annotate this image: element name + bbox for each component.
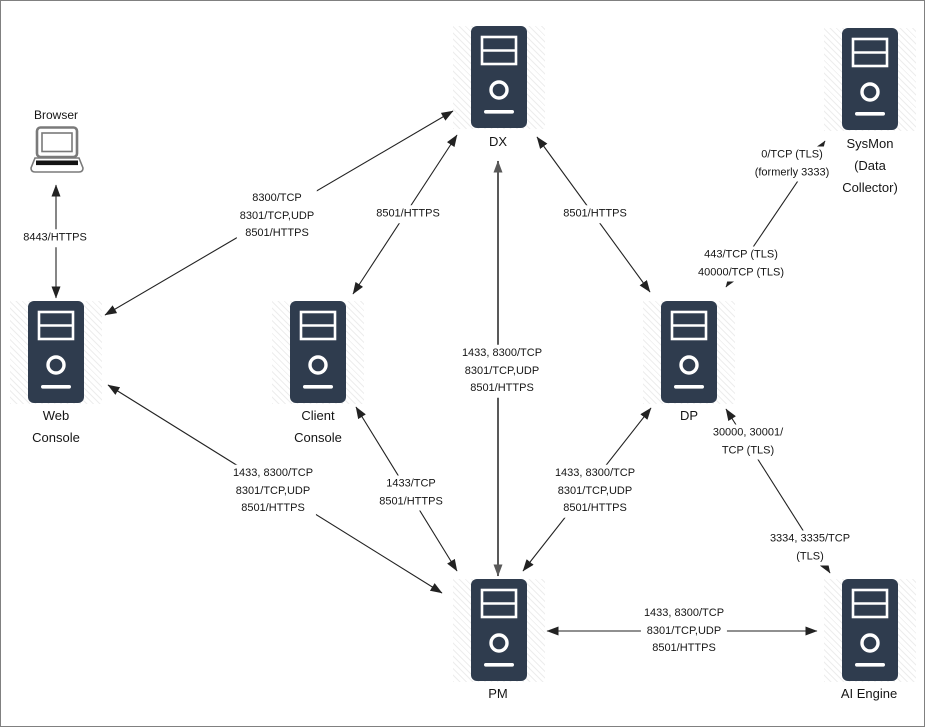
node-label-pm: PM: [488, 683, 508, 705]
edge-label-line: 8501/HTTPS: [563, 501, 627, 514]
edge-label-dp-sysmon-lower: 443/TCP (TLS) 40000/TCP (TLS): [694, 246, 788, 282]
edge-label-line: 3334, 3335/TCP: [769, 532, 851, 545]
node-dx: [453, 26, 545, 129]
edge-label-line: 1433/TCP: [386, 477, 436, 490]
edge-label-line: 8501/HTTPS: [652, 641, 716, 654]
edge-label-dp-pm: 1433, 8300/TCP 8301/TCP,UDP 8501/HTTPS: [551, 464, 639, 518]
node-label-client-console: Client Console: [294, 405, 342, 449]
node-label-browser: Browser: [34, 104, 78, 126]
edge-label-line: 1433, 8300/TCP: [643, 606, 725, 619]
label-line: AI Engine: [840, 686, 898, 701]
edge-label-line: 8301/TCP,UDP: [557, 484, 633, 497]
edge-label-browser-webconsole: 8443/HTTPS: [20, 229, 90, 247]
edge-label-line: 8501/HTTPS: [376, 207, 440, 220]
node-label-dp: DP: [680, 405, 698, 427]
node-label-ai-engine: AI Engine: [841, 683, 897, 705]
edge-label-line: (TLS): [796, 550, 824, 562]
node-label-sysmon: SysMon (Data Collector): [842, 133, 898, 199]
node-label-web-console: Web Console: [32, 405, 80, 449]
edge-label-line: 443/TCP (TLS): [704, 248, 778, 261]
edge-label-dp-dx: 8501/HTTPS: [560, 205, 630, 223]
node-sysmon: [824, 28, 916, 131]
server-icon: [471, 26, 527, 128]
edge-label-line: 8501/HTTPS: [379, 495, 443, 507]
node-client-console: [272, 301, 364, 404]
edge-label-line: 1433, 8300/TCP: [554, 466, 636, 479]
edge-label-line: 8501/HTTPS: [470, 381, 534, 394]
node-web-console: [10, 301, 102, 404]
label-line: DP: [679, 408, 699, 423]
label-line: Client: [301, 408, 335, 423]
server-icon: [471, 579, 527, 681]
edge-label-clientconsole-dx: 8501/HTTPS: [373, 205, 443, 223]
edge-label-webconsole-dx: 8300/TCP 8301/TCP,UDP 8501/HTTPS: [236, 189, 318, 243]
edge-label-line: 8301/TCP,UDP: [235, 484, 311, 497]
edge-label-line: 8301/TCP,UDP: [646, 624, 722, 637]
edge-label-line: 8300/TCP: [252, 191, 302, 204]
label-line: PM: [488, 686, 508, 701]
server-icon: [28, 301, 84, 403]
edge-label-pm-dx: 1433, 8300/TCP 8301/TCP,UDP 8501/HTTPS: [458, 344, 546, 398]
label-line: (Data: [854, 158, 886, 173]
node-browser: [28, 126, 86, 178]
server-icon: [290, 301, 346, 403]
label-line: Web: [42, 408, 70, 423]
edge-label-line: 1433, 8300/TCP: [232, 466, 314, 479]
edge-label-line: TCP (TLS): [721, 444, 775, 456]
edge-label-line: 8501/HTTPS: [241, 501, 305, 514]
edge-label-line: 8443/HTTPS: [23, 231, 87, 244]
edge-label-dp-sysmon-upper: 0/TCP (TLS) (formerly 3333): [751, 146, 833, 182]
label-line: DX: [488, 134, 508, 149]
node-label-dx: DX: [489, 131, 507, 153]
edge-label-line: 8501/HTTPS: [563, 207, 627, 220]
edge-label-line: 30000, 30001/: [712, 426, 784, 439]
edge-label-dp-aiengine-upper: 30000, 30001/ TCP (TLS): [709, 424, 787, 460]
edge-label-line: 8301/TCP,UDP: [464, 364, 540, 377]
edge-label-webconsole-pm: 1433, 8300/TCP 8301/TCP,UDP 8501/HTTPS: [229, 464, 317, 518]
edge-label-line: (formerly 3333): [754, 166, 830, 178]
server-icon: [842, 28, 898, 130]
edge-label-line: 1433, 8300/TCP: [461, 346, 543, 359]
label-line: Console: [32, 430, 80, 445]
node-dp: [643, 301, 735, 404]
label-line: Console: [294, 430, 342, 445]
edge-label-clientconsole-pm: 1433/TCP 8501/HTTPS: [376, 475, 446, 511]
edge-label-line: 8501/HTTPS: [245, 226, 309, 239]
edge-label-line: 0/TCP (TLS): [761, 148, 823, 161]
edge-label-pm-aiengine: 1433, 8300/TCP 8301/TCP,UDP 8501/HTTPS: [640, 604, 728, 658]
node-ai-engine: [824, 579, 916, 682]
label-line: SysMon: [846, 136, 894, 151]
edge-label-dp-aiengine-lower: 3334, 3335/TCP (TLS): [766, 530, 854, 566]
node-pm: [453, 579, 545, 682]
label-line: Browser: [33, 108, 79, 122]
server-icon: [661, 301, 717, 403]
edge-label-line: 8301/TCP,UDP: [239, 209, 315, 222]
server-icon: [842, 579, 898, 681]
label-line: Collector): [842, 180, 898, 195]
edge-label-line: 40000/TCP (TLS): [697, 266, 785, 278]
laptop-icon: [28, 126, 86, 178]
